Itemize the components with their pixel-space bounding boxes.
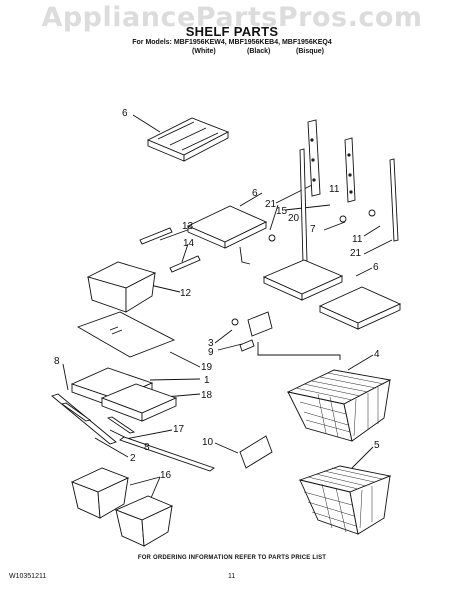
callout-9: 9 [208, 347, 214, 358]
callout-7: 7 [310, 224, 316, 235]
callout-21: 21 [265, 199, 277, 210]
page-number: 11 [228, 573, 236, 580]
callout-labels: 6 11 6 21 15 20 7 11 13 14 21 6 12 3 9 4… [54, 108, 380, 481]
shelf-6-right-b [318, 286, 402, 330]
callout-6: 6 [122, 108, 128, 119]
callout-3: 3 [208, 338, 214, 349]
watermark: AppliancePartsPros.com [41, 2, 423, 33]
callout-5: 5 [374, 440, 380, 451]
shelf-frame-1-18 [70, 367, 178, 422]
callout-11: 11 [352, 234, 363, 245]
shelf-6-middle [186, 205, 268, 265]
bins-16 [70, 467, 174, 547]
leader-lines [62, 114, 393, 506]
shelf-rails [299, 119, 399, 264]
color-black-label: (Black) [247, 48, 271, 55]
callout-15: 15 [276, 206, 288, 217]
callout-6: 6 [373, 262, 379, 273]
bracket-10 [239, 435, 273, 469]
callout-2: 2 [130, 453, 136, 464]
ordering-note: FOR ORDERING INFORMATION REFER TO PARTS … [137, 555, 327, 561]
callout-17: 17 [173, 424, 185, 435]
callout-8: 8 [144, 442, 150, 453]
shelf-6-top [146, 117, 230, 162]
callout-4: 4 [374, 349, 380, 360]
glass-shelf-19 [76, 311, 176, 358]
callout-16: 16 [160, 470, 172, 481]
callout-1: 1 [204, 375, 210, 386]
callout-6: 6 [252, 188, 258, 199]
shelf-6-right-a [262, 259, 344, 301]
callout-18: 18 [201, 390, 213, 401]
crisper-drawer-12 [86, 227, 201, 313]
callout-11: 11 [329, 184, 340, 195]
wire-basket-5 [298, 465, 392, 535]
callout-20: 20 [288, 213, 300, 224]
color-bisque-label: (Bisque) [296, 48, 324, 55]
wire-basket-4 [286, 369, 392, 442]
page-title: SHELF PARTS [185, 24, 279, 39]
document-number: W10351211 [9, 573, 47, 580]
callout-14: 14 [183, 238, 195, 249]
bracket-9 [239, 311, 273, 352]
color-white-label: (White) [192, 48, 216, 55]
callout-21: 21 [350, 248, 362, 259]
callout-10: 10 [202, 437, 214, 448]
models-line: For Models: MBF1956KEW4, MBF1956KEB4, MB… [132, 39, 332, 46]
callout-13: 13 [182, 221, 194, 232]
callout-12: 12 [180, 288, 192, 299]
trim-rails [51, 393, 215, 472]
callout-8: 8 [54, 356, 60, 367]
callout-19: 19 [201, 362, 213, 373]
screws [231, 209, 376, 326]
